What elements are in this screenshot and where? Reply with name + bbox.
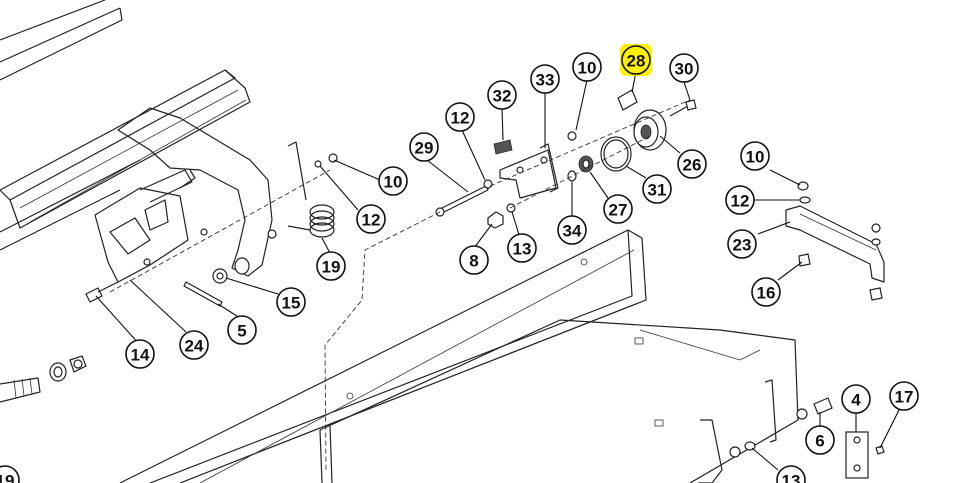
callout-circle — [642, 174, 672, 204]
callout-circle — [727, 229, 757, 259]
callout-circle — [530, 64, 560, 94]
callout-number: 12 — [731, 192, 750, 211]
callout-circle — [557, 215, 587, 245]
callout-number: 8 — [469, 252, 478, 271]
callout-number: 6 — [815, 432, 824, 451]
callout-13: 13 — [776, 465, 806, 483]
callout-number: 17 — [895, 388, 914, 407]
callout-circle — [841, 384, 871, 414]
callout-10: 10 — [378, 166, 408, 196]
callout-16: 16 — [751, 277, 781, 307]
callout-32: 32 — [487, 80, 517, 110]
callout-number: 13 — [782, 472, 801, 483]
callout-17: 17 — [889, 381, 919, 411]
callout-number: 15 — [282, 294, 301, 313]
callout-circle — [805, 425, 835, 455]
callout-number: 19 — [322, 258, 341, 277]
callout-12: 12 — [356, 204, 386, 234]
callout-number: 28 — [627, 52, 646, 71]
callout-27: 27 — [603, 194, 633, 224]
callout-15: 15 — [276, 287, 306, 317]
callout-circle — [621, 45, 651, 75]
callout-19: 19 — [0, 465, 20, 483]
callout-circle — [572, 52, 602, 82]
callout-circle — [751, 277, 781, 307]
callout-24: 24 — [179, 330, 209, 360]
callout-circle — [0, 465, 20, 483]
callout-circle — [889, 381, 919, 411]
callout-number: 14 — [131, 346, 150, 365]
callout-number: 31 — [648, 181, 667, 200]
callout-12: 12 — [445, 102, 475, 132]
callout-circle — [276, 287, 306, 317]
callout-circle — [725, 185, 755, 215]
callout-circle — [459, 245, 489, 275]
callout-26: 26 — [677, 149, 707, 179]
callout-circle — [603, 194, 633, 224]
callout-number: 26 — [683, 156, 702, 175]
callout-number: 32 — [493, 87, 512, 106]
callout-number: 4 — [851, 391, 861, 410]
callout-5: 5 — [227, 315, 257, 345]
callout-34: 34 — [557, 215, 587, 245]
callout-23: 23 — [727, 229, 757, 259]
callout-number: 12 — [362, 211, 381, 230]
callout-6: 6 — [805, 425, 835, 455]
callout-circle — [316, 251, 346, 281]
callout-circle — [125, 339, 155, 369]
callout-circle — [378, 166, 408, 196]
callout-circle — [677, 149, 707, 179]
callout-circle — [445, 102, 475, 132]
callout-number: 16 — [757, 284, 776, 303]
callout-30: 30 — [669, 53, 699, 83]
callout-circle — [669, 53, 699, 83]
callout-circle — [776, 465, 806, 483]
callout-number: 27 — [609, 201, 628, 220]
callout-31: 31 — [642, 174, 672, 204]
callout-33: 33 — [530, 64, 560, 94]
callout-number: 33 — [536, 71, 555, 90]
callout-number: 10 — [384, 173, 403, 192]
callout-number: 12 — [451, 109, 470, 128]
callout-circle — [179, 330, 209, 360]
callout-circle — [740, 141, 770, 171]
callout-28: 28 — [620, 44, 652, 76]
callout-number: 13 — [513, 240, 532, 259]
callout-number: 23 — [733, 236, 752, 255]
callout-circle — [409, 132, 439, 162]
callout-circle — [507, 233, 537, 263]
callout-circle — [487, 80, 517, 110]
callout-8: 8 — [459, 245, 489, 275]
callout-10: 10 — [572, 52, 602, 82]
callout-13: 13 — [507, 233, 537, 263]
callout-number: 30 — [675, 60, 694, 79]
callout-number: 5 — [237, 322, 246, 341]
part-drawing — [0, 0, 885, 483]
callout-circle — [227, 315, 257, 345]
callout-number: 10 — [578, 59, 597, 78]
callout-14: 14 — [125, 339, 155, 369]
callout-10: 10 — [740, 141, 770, 171]
callout-circle — [356, 204, 386, 234]
leader-lines — [95, 71, 901, 471]
callout-19: 19 — [316, 251, 346, 281]
callout-4: 4 — [841, 384, 871, 414]
callout-number: 19 — [0, 472, 14, 483]
callout-12: 12 — [725, 185, 755, 215]
callout-number: 10 — [746, 148, 765, 167]
callout-29: 29 — [409, 132, 439, 162]
callout-number: 29 — [415, 139, 434, 158]
callout-number: 34 — [563, 222, 582, 241]
callout-number: 24 — [185, 337, 204, 356]
